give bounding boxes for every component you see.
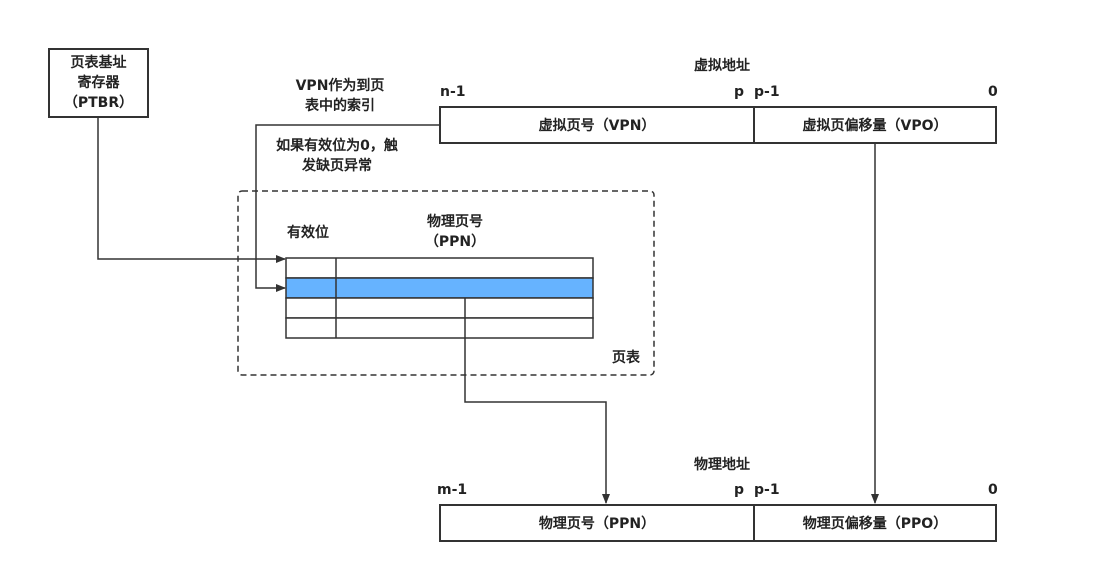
page-table-label: 页表 [612, 350, 640, 366]
va-bit-p-minus-1: p-1 [754, 84, 780, 100]
vpn-index-arrow [255, 124, 440, 292]
pa-bit-zero: 0 [988, 482, 998, 498]
vpo-field: 虚拟页偏移量（VPO） [802, 118, 948, 134]
ptbr-arrow [97, 118, 286, 263]
ptbr-box: 页表基址 寄存器 （PTBR） [48, 48, 149, 118]
page-table-row [285, 317, 594, 339]
ppo-field: 物理页偏移量（PPO） [802, 516, 948, 532]
physical-address-title: 物理地址 [694, 457, 750, 473]
vpn-index-note: VPN作为到页 表中的索引 [275, 76, 405, 116]
valid-bit-header: 有效位 [287, 225, 329, 241]
physical-address-box: 物理页号（PPN） 物理页偏移量（PPO） [439, 504, 997, 542]
page-table [285, 257, 594, 339]
ptbr-label-line: 页表基址 [70, 55, 127, 71]
virtual-address-box: 虚拟页号（VPN） 虚拟页偏移量（VPO） [439, 106, 997, 144]
valid-bit-note: 如果有效位为0，触 发缺页异常 [262, 136, 412, 176]
pa-bit-p-minus-1: p-1 [754, 482, 780, 498]
valid-note-line: 发缺页异常 [302, 158, 372, 174]
pa-bit-high: m-1 [437, 482, 468, 498]
ppn-copy-arrow [464, 298, 610, 504]
pa-bit-p: p [734, 482, 745, 498]
vpn-field: 虚拟页号（VPN） [441, 108, 755, 142]
vpn-note-line: 表中的索引 [305, 98, 375, 114]
page-table-boundary [237, 190, 655, 376]
va-bit-high: n-1 [440, 84, 466, 100]
page-table-row [285, 257, 594, 279]
virtual-address-title: 虚拟地址 [694, 58, 750, 74]
page-table-row [285, 297, 594, 319]
vpn-note-line: VPN作为到页 [295, 78, 385, 94]
ppn-header-line: （PPN） [424, 234, 486, 250]
ppn-header: 物理页号 （PPN） [405, 212, 505, 252]
ptbr-label-line: （PTBR） [63, 95, 134, 111]
ppn-field: 物理页号（PPN） [441, 506, 755, 540]
ptbr-label-line: 寄存器 [77, 75, 120, 91]
valid-note-line: 如果有效位为0，触 [276, 138, 398, 154]
va-bit-p: p [734, 84, 745, 100]
page-table-row-selected [285, 277, 594, 299]
ppn-header-line: 物理页号 [427, 214, 483, 230]
va-bit-zero: 0 [988, 84, 998, 100]
